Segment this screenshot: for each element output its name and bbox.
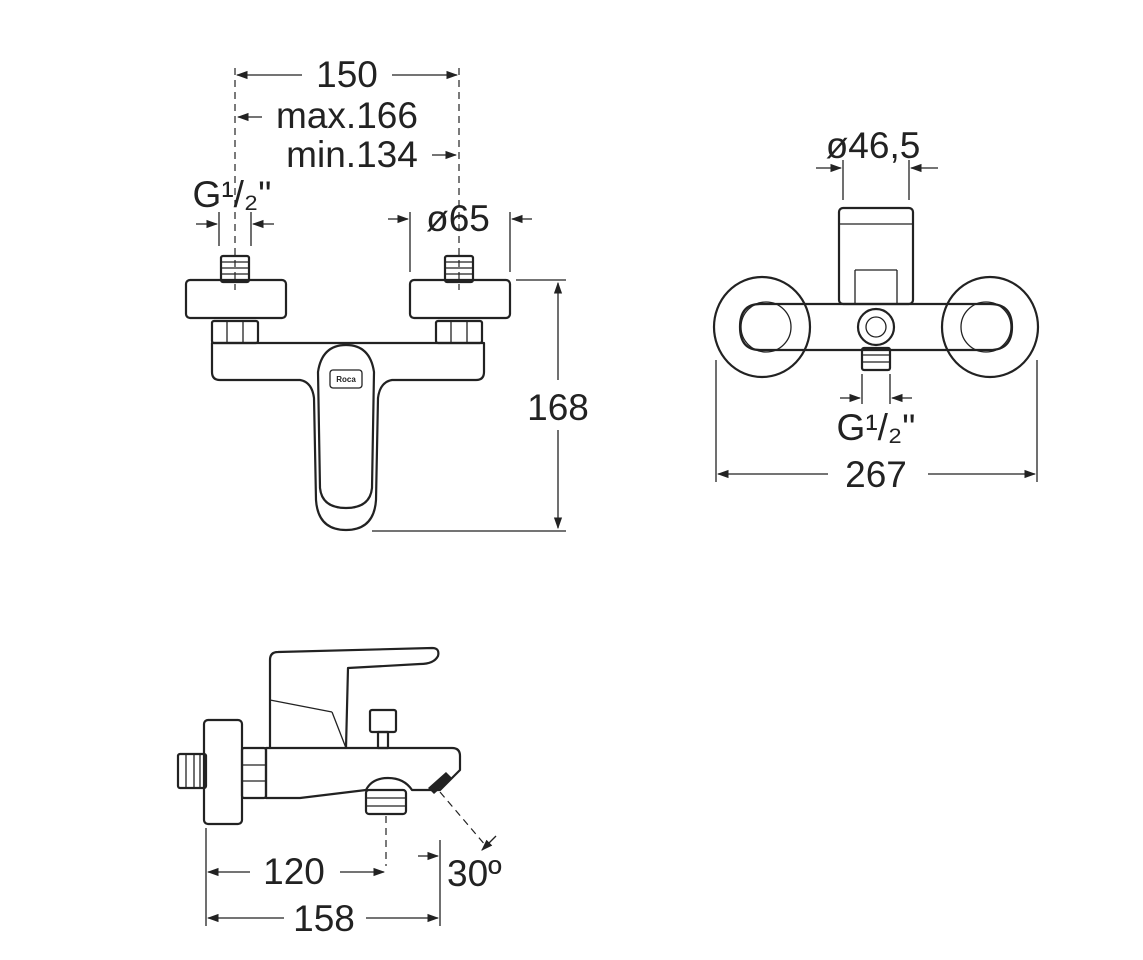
dim-angle-label: 30º bbox=[447, 853, 502, 894]
dim-spout-label: 158 bbox=[293, 898, 355, 939]
dim-min-label: min.134 bbox=[286, 134, 418, 175]
shower-outlet-side bbox=[364, 788, 408, 816]
left-escutcheon-top bbox=[712, 275, 812, 379]
lever-handle bbox=[316, 343, 376, 510]
diverter-outlet-top bbox=[856, 307, 896, 372]
left-connector bbox=[184, 254, 288, 345]
aerator-side bbox=[428, 772, 452, 794]
dim-handle-label: ø46,5 bbox=[826, 125, 921, 166]
right-connector bbox=[408, 254, 512, 345]
dim-max-label: max.166 bbox=[276, 95, 418, 136]
dim-outlet-label: 120 bbox=[263, 851, 325, 892]
front-view: Roca 150 max.166 min.134 G¹/₂" ø65 168 bbox=[184, 54, 589, 532]
brand-logo: Roca bbox=[336, 375, 356, 384]
thread-label-front: G¹/₂" bbox=[193, 174, 272, 215]
mixer-body bbox=[210, 341, 486, 532]
diverter-knob-side bbox=[368, 708, 398, 750]
lever-top bbox=[837, 206, 915, 306]
lever-side bbox=[268, 646, 440, 750]
wall-connector-side bbox=[176, 718, 268, 826]
dim-height-label: 168 bbox=[527, 387, 589, 428]
top-view: ø46,5 G¹/₂" 267 bbox=[712, 125, 1040, 495]
side-view: 120 158 30º bbox=[176, 646, 502, 939]
logo-plate bbox=[329, 369, 363, 389]
right-escutcheon-top bbox=[940, 275, 1040, 379]
mixer-body-side bbox=[264, 746, 462, 800]
dim-width-label: 267 bbox=[845, 454, 907, 495]
dim-centers-label: 150 bbox=[316, 54, 378, 95]
dim-escutcheon-label: ø65 bbox=[426, 198, 490, 239]
mixer-body-top bbox=[738, 302, 1014, 352]
thread-label-top: G¹/₂" bbox=[837, 407, 916, 448]
